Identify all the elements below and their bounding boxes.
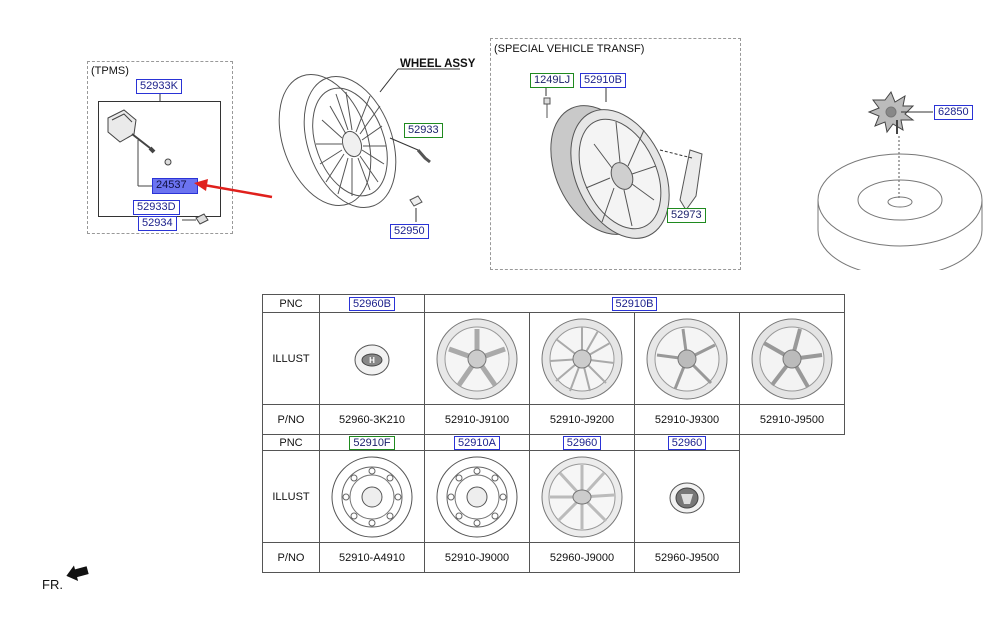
center-cap-icon [669,482,705,513]
illust-cell [739,312,845,405]
pno-cell: 52910-A4910 [319,542,425,573]
callout-52910B[interactable]: 52910B [580,73,626,88]
illust-cell [529,450,635,543]
pno-cell: 52910-J9300 [634,404,740,435]
wheel-cover-icon [541,456,623,537]
pnc-cell: 52910B [424,294,845,313]
pno-cell: 52910-J9500 [739,404,845,435]
illust-cell [529,312,635,405]
special-wheel-drawing [543,84,703,239]
red-pointer-arrow [194,179,273,199]
row-header-pnc: PNC [262,294,320,313]
pno-cell: 52960-J9500 [634,542,740,573]
callout-24537[interactable]: 24537 [152,178,198,194]
callout-62850[interactable]: 62850 [934,105,973,120]
callout-52933D[interactable]: 52933D [133,200,180,215]
callout-52910B-table[interactable]: 52910B [611,296,658,311]
pno-cell: 52910-J9200 [529,404,635,435]
illust-cell [424,450,530,543]
tpms-group-box [87,61,233,234]
row-header-pno: P/NO [262,542,320,573]
pnc-cell: 52960 [634,434,740,451]
callout-52933K[interactable]: 52933K [136,79,182,94]
illust-cell [319,450,425,543]
pno-cell: 52910-J9000 [424,542,530,573]
alloy-wheel-icon [751,318,833,399]
row-header-illust: ILLUST [262,450,320,543]
pnc-cell: 52910F [319,434,425,451]
row-header-illust: ILLUST [262,312,320,405]
wheel-assy-label: WHEEL ASSY [400,58,476,70]
pnc-cell: 52960B [319,294,425,313]
alloy-wheel-icon [436,318,518,399]
callout-52933[interactable]: 52933 [404,123,443,138]
callout-52960-b[interactable]: 52960 [667,435,707,450]
tpms-sensor-drawing [107,90,209,225]
alloy-wheel-icon [646,318,728,399]
hub-emblem-icon: H [354,344,390,375]
callout-52950[interactable]: 52950 [390,224,429,239]
callout-52973[interactable]: 52973 [667,208,706,223]
illust-cell [634,450,740,543]
empty-cell [740,451,845,543]
callout-1249LJ[interactable]: 1249LJ [530,73,575,88]
row-header-pnc: PNC [262,434,320,451]
pno-cell: 52910-J9100 [424,404,530,435]
callout-52960B[interactable]: 52960B [349,296,395,311]
illust-cell: H [319,312,425,405]
row-header-pno: P/NO [262,404,320,435]
empty-cell [740,435,845,451]
callout-52934[interactable]: 52934 [138,216,177,231]
pno-cell: 52960-3K210 [319,404,425,435]
special-vehicle-group-label: (SPECIAL VEHICLE TRANSF) [494,43,645,55]
front-direction-arrow-icon [66,565,89,581]
callout-52960-a[interactable]: 52960 [562,435,602,450]
empty-cell [740,543,845,573]
pnc-cell: 52910A [424,434,530,451]
spare-tire-drawing [817,90,983,270]
wheel-assy-drawing [278,68,460,222]
front-direction-label: FR. [42,577,63,592]
parts-table: PNC 52960B 52910B ILLUST H P/NO 52960-3K… [262,294,845,573]
callout-52910A[interactable]: 52910A [454,435,500,450]
steel-wheel-icon [436,456,518,537]
pnc-cell: 52960 [529,434,635,451]
steel-wheel-icon [331,456,413,537]
pno-cell: 52960-J9000 [529,542,635,573]
illust-cell [634,312,740,405]
special-vehicle-group-box [490,38,741,270]
alloy-wheel-icon [541,318,623,399]
tpms-group-label: (TPMS) [91,65,129,77]
callout-52910F[interactable]: 52910F [349,435,395,450]
illust-cell [424,312,530,405]
svg-text:H: H [369,356,375,365]
